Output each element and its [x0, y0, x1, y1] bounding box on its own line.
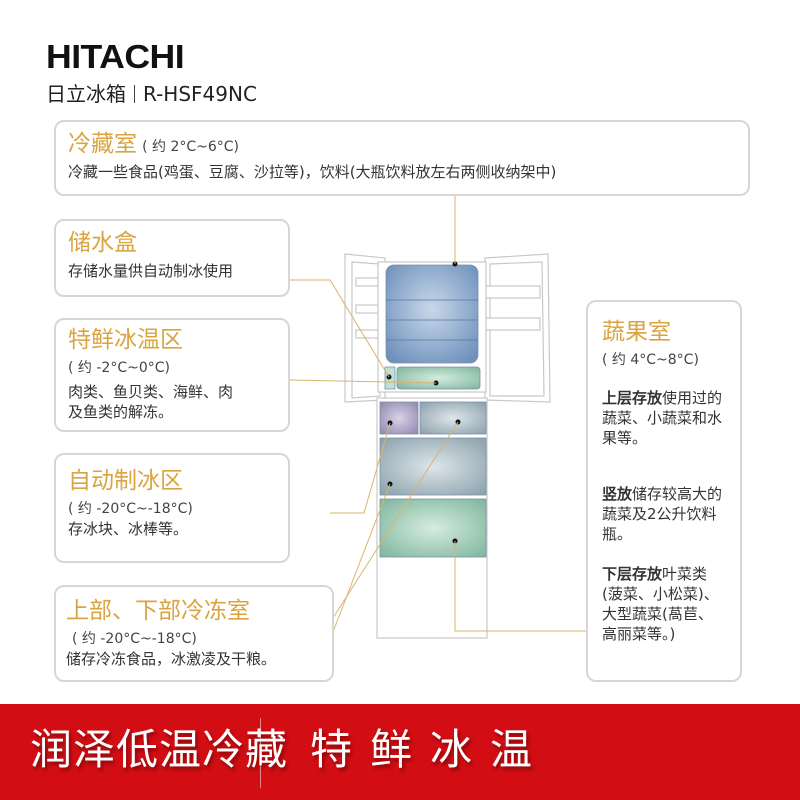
vegetable-upper: 上层存放使用过的蔬菜、小蔬菜和水果等。 — [602, 388, 726, 448]
vegetable-vertical: 竖放储存较高大的蔬菜及2公升饮料瓶。 — [602, 484, 726, 544]
chill-zone-desc-1: 肉类、鱼贝类、海鲜、肉 — [68, 383, 234, 401]
banner-left-text: 润泽低温冷藏 — [30, 725, 289, 774]
fridge-title: 冷藏室 — [68, 131, 137, 157]
vegetable-lower: 下层存放叶菜类(菠菜、小松菜)、大型蔬菜(萵苣、高丽菜等。) — [602, 564, 726, 644]
card-water-tank: 储水盒 存储水量供自动制冰使用 — [54, 219, 290, 297]
freezer-desc: 储存冷冻食品，冰激凌及干粮。 — [66, 650, 277, 668]
card-freezer: 上部、下部冷冻室 ( 约 -20°C~-18°C) 储存冷冻食品，冰激凌及干粮。 — [54, 585, 334, 682]
vegetable-lower-bold: 下层存放 — [602, 565, 663, 583]
card-vegetable: 蔬果室 ( 约 4°C~8°C) 上层存放使用过的蔬菜、小蔬菜和水果等。 竖放储… — [586, 300, 742, 682]
ice-maker-desc: 存冰块、冰棒等。 — [68, 520, 189, 538]
product-subtitle: 日立冰箱 R-HSF49NC — [46, 78, 257, 107]
leader-lines — [289, 196, 586, 633]
vegetable-temp: ( 约 4°C~8°C) — [602, 352, 699, 368]
freezer-temp: ( 约 -20°C~-18°C) — [72, 631, 197, 647]
feature-banner: 润泽低温冷藏 特鲜冰温 — [0, 704, 800, 800]
separator — [134, 85, 135, 103]
freezer-title: 上部、下部冷冻室 — [66, 598, 250, 624]
water-tank-title: 储水盒 — [68, 230, 137, 256]
banner-divider — [260, 718, 261, 788]
vegetable-title: 蔬果室 — [602, 319, 671, 345]
ice-maker-title: 自动制冰区 — [68, 468, 183, 494]
fridge-temp: ( 约 2°C~6°C) — [142, 139, 240, 155]
card-ice-maker: 自动制冰区 ( 约 -20°C~-18°C) 存冰块、冰棒等。 — [54, 453, 290, 563]
ice-maker-temp: ( 约 -20°C~-18°C) — [68, 501, 193, 517]
chill-zone-temp: ( 约 -2°C~0°C) — [68, 360, 170, 376]
fridge-desc: 冷藏一些食品(鸡蛋、豆腐、沙拉等)，饮料(大瓶饮料放左右两侧收纳架中) — [68, 163, 557, 181]
brand-logo: HITACHI — [46, 38, 185, 75]
vegetable-lower-text: 叶菜类(菠菜、小松菜)、大型蔬菜(萵苣、高丽菜等。) — [602, 565, 719, 643]
fridge-diagram — [289, 196, 586, 639]
vegetable-vertical-text: 储存较高大的蔬菜及2公升饮料瓶。 — [602, 485, 723, 543]
compartments — [379, 264, 487, 558]
card-fridge-compartment: 冷藏室 ( 约 2°C~6°C) 冷藏一些食品(鸡蛋、豆腐、沙拉等)，饮料(大瓶… — [54, 120, 750, 196]
product-line: 日立冰箱 — [46, 82, 126, 106]
vegetable-upper-bold: 上层存放 — [602, 389, 663, 407]
vegetable-upper-text: 使用过的蔬菜、小蔬菜和水果等。 — [602, 389, 723, 447]
water-tank-desc: 存储水量供自动制冰使用 — [68, 262, 234, 280]
model-number: R-HSF49NC — [143, 82, 257, 106]
card-chill-zone: 特鲜冰温区 ( 约 -2°C~0°C) 肉类、鱼贝类、海鲜、肉 及鱼类的解冻。 — [54, 318, 290, 432]
vegetable-vertical-bold: 竖放 — [602, 485, 633, 503]
chill-zone-desc-2: 及鱼类的解冻。 — [68, 403, 174, 421]
banner-right-text: 特鲜冰温 — [310, 725, 551, 774]
chill-zone-title: 特鲜冰温区 — [68, 327, 183, 353]
